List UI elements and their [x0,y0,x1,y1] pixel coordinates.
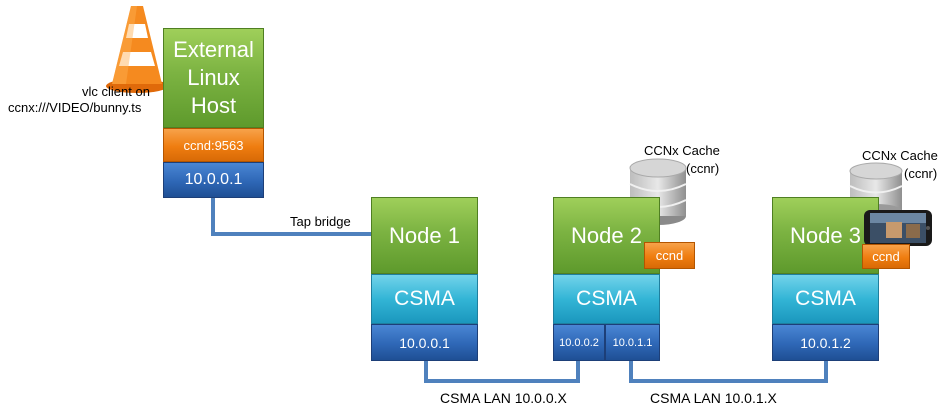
host-title-line3: Host [190,93,237,118]
vlc-client-label-line1: vlc client on [82,84,150,99]
node3-box: Node 3 [772,197,879,274]
lan1-link-bottom [424,379,580,383]
host-ip-box: 10.0.0.1 [163,162,264,198]
node1-box: Node 1 [371,197,478,274]
vlc-client-label-line2: ccnx:///VIDEO/bunny.ts [8,100,142,115]
lan2-label: CSMA LAN 10.0.1.X [650,390,777,406]
host-ccnd-box: ccnd:9563 [163,128,264,162]
node2-cache-label-line2: (ccnr) [686,161,720,176]
node2-ip-left-box: 10.0.0.2 [553,324,605,361]
lan1-link-right [576,360,580,382]
node2-ip-right-box: 10.0.1.1 [605,324,660,361]
node3-cache-label-line2: (ccnr) [904,166,938,181]
lan2-link-bottom [629,379,828,383]
node3-ccnd-box: ccnd [862,244,910,269]
host-title-line2: Linux [187,65,240,90]
external-linux-host-box: External Linux Host [163,28,264,128]
node2-csma-box: CSMA [553,274,660,324]
node2-cache-label-line1: CCNx Cache [644,143,720,158]
tap-link-vertical [211,198,215,236]
node3-csma-box: CSMA [772,274,879,324]
video-player-icon [864,210,932,246]
host-title-line1: External [173,37,254,62]
node1-ip-box: 10.0.0.1 [371,324,478,361]
vlc-cone-icon [106,6,168,93]
lan1-link-left [424,360,428,382]
lan2-link-left [629,360,633,382]
node2-ccnd-box: ccnd [644,242,695,269]
tap-bridge-label: Tap bridge [290,214,351,229]
lan2-link-right [824,360,828,382]
lan1-label: CSMA LAN 10.0.0.X [440,390,567,406]
node3-ip-box: 10.0.1.2 [772,324,879,361]
node3-cache-label-line1: CCNx Cache [862,148,938,163]
node2-box: Node 2 [553,197,660,274]
node1-csma-box: CSMA [371,274,478,324]
tap-link-horizontal [211,232,373,236]
